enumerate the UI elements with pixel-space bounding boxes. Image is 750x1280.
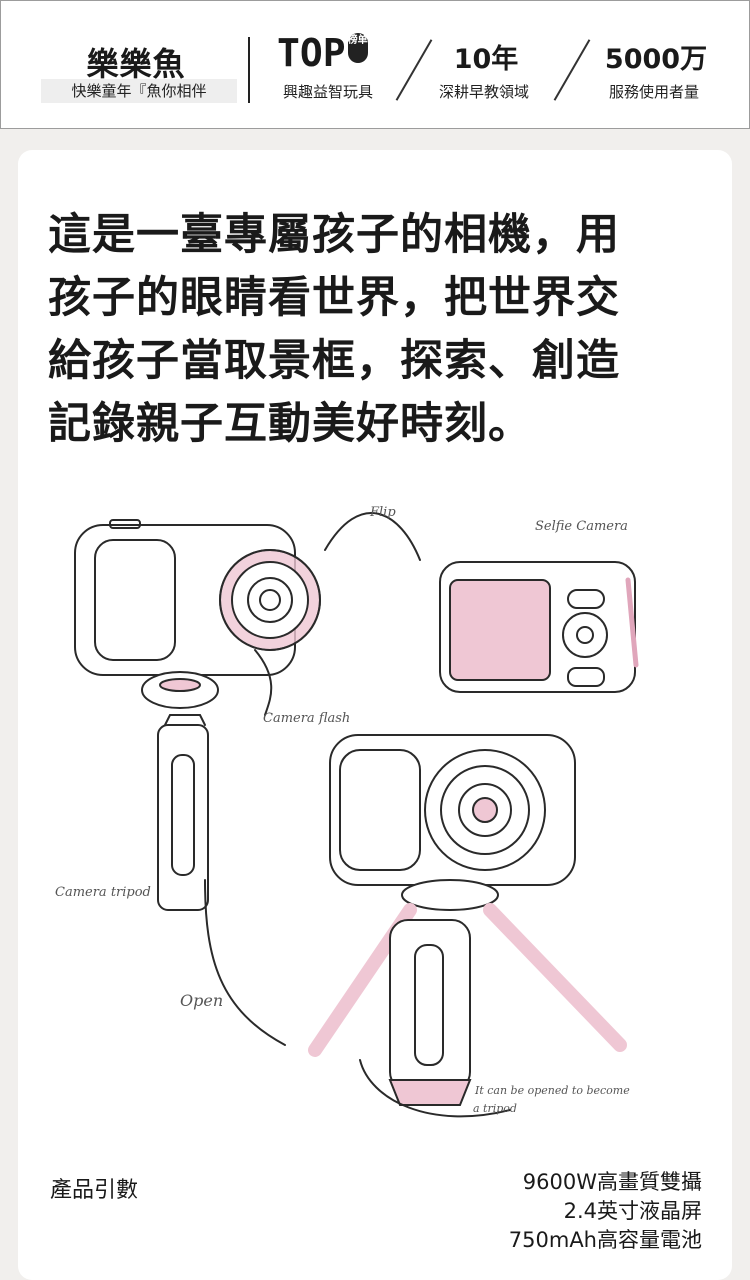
stat-users-main: 5000万 bbox=[604, 44, 708, 75]
tripod-label: Camera tripod bbox=[55, 885, 151, 900]
headline-line-3: 給孩子當取景框，探索、創造 bbox=[48, 336, 620, 386]
tripod-mount-sketch bbox=[141, 671, 219, 911]
header-slash-2 bbox=[553, 39, 591, 101]
spec-item: 9600W高畫質雙攝 bbox=[522, 1170, 702, 1194]
flip-arrow bbox=[324, 512, 421, 561]
camera-sketch-illustration: Flip Selfie Camera Camera flash Camera t… bbox=[55, 505, 639, 1118]
specs-list: 9600W高畫質雙攝 2.4英寸液晶屏 750mAh高容量電池 bbox=[509, 1168, 702, 1255]
flash-arrow bbox=[254, 649, 273, 716]
stat-users-sub: 服務使用者量 bbox=[608, 83, 699, 101]
camera-front-sketch bbox=[74, 519, 321, 676]
stat-top-main: TOP bbox=[277, 31, 346, 75]
header-slash-1 bbox=[395, 39, 433, 101]
brand-slogan: 快樂童年『魚你相伴 bbox=[41, 79, 237, 103]
spec-item: 2.4英寸液晶屏 bbox=[563, 1199, 702, 1223]
tripod-note-line2: a tripod bbox=[473, 1102, 517, 1115]
content-card bbox=[18, 150, 732, 1280]
open-arrow bbox=[204, 879, 286, 1046]
ranking-badge: 榜单 bbox=[347, 33, 368, 63]
camera-back-sketch bbox=[439, 561, 639, 693]
flash-label: Camera flash bbox=[263, 711, 350, 726]
header-divider bbox=[248, 37, 250, 103]
flip-label: Flip bbox=[369, 505, 396, 520]
headline-line-1: 這是一臺專屬孩子的相機，用 bbox=[48, 210, 620, 260]
headline-line-2: 孩子的眼睛看世界，把世界交 bbox=[48, 273, 620, 323]
stat-top-sub: 興趣益智玩具 bbox=[282, 83, 373, 101]
open-label: Open bbox=[180, 991, 223, 1010]
selfie-label: Selfie Camera bbox=[535, 519, 628, 534]
tripod-arrow bbox=[359, 1059, 511, 1118]
headline-line-4: 記錄親子互動美好時刻。 bbox=[48, 399, 532, 449]
headline: 這是一臺專屬孩子的相機，用 孩子的眼睛看世界，把世界交 給孩子當取景框，探索、創… bbox=[48, 204, 708, 456]
camera-on-tripod-sketch bbox=[308, 734, 627, 1106]
stat-years-sub: 深耕早教領域 bbox=[438, 83, 529, 101]
tripod-note-line1: It can be opened to become bbox=[474, 1084, 630, 1097]
brand-title: 樂樂魚 bbox=[86, 45, 186, 83]
spec-item: 750mAh高容量電池 bbox=[508, 1228, 702, 1252]
specs-heading: 產品引數 bbox=[50, 1178, 139, 1203]
stat-years-main: 10年 bbox=[453, 44, 519, 75]
